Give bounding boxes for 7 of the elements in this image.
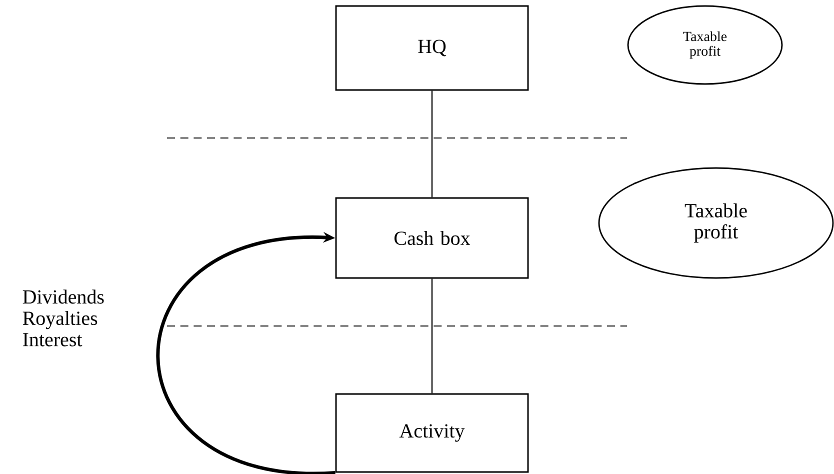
entity-box: Activity (335, 393, 529, 473)
connector-line (431, 278, 433, 394)
connector-line (431, 90, 433, 198)
edge-label: Dividends Royalties Interest (22, 290, 104, 346)
entity-box: Cash box (335, 197, 529, 279)
entity-box: HQ (335, 5, 529, 91)
curved-arrow (156, 232, 336, 474)
